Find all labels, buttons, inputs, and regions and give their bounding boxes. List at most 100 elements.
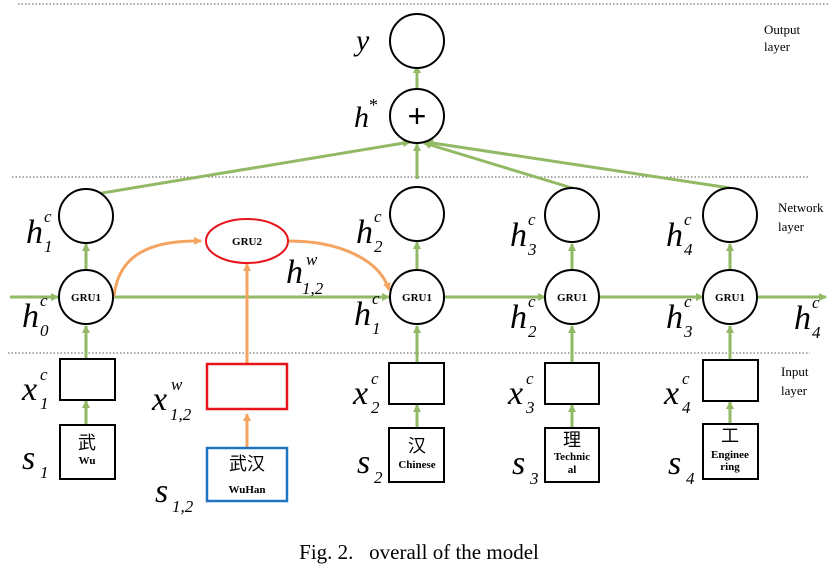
symbol-box-3 [544,427,600,483]
svg-text:c: c [528,210,536,229]
gru1-node-3 [544,269,600,325]
svg-text:h: h [510,299,527,336]
symbol-label-2: s 2 [357,444,383,487]
svg-text:2: 2 [371,398,380,417]
symbol-label-w: s 1,2 [155,473,194,516]
gru1-label: GRU1 [71,292,101,304]
svg-text:h: h [666,299,683,336]
word-symbol-box [205,446,289,503]
recurrent-label-h4: h c 4 [794,293,821,342]
svg-text:h: h [22,298,39,335]
gru1-node-1 [58,269,114,325]
svg-text:0: 0 [40,321,49,340]
svg-text:1,2: 1,2 [302,279,324,298]
hidden-node-4 [702,187,758,243]
svg-text:1: 1 [40,394,49,413]
svg-text:1: 1 [372,319,381,338]
svg-text:c: c [526,369,534,388]
word-symbol-english: WuHan [228,484,265,496]
hidden-state-label-1: h c 1 [26,207,53,256]
symbol-label-1: s 1 [22,440,49,482]
svg-text:x: x [21,371,37,408]
svg-text:c: c [684,292,692,311]
recurrent-label-h1: h c 1 [354,289,381,338]
h1-to-hstar-arrow [83,139,411,198]
svg-text:h: h [286,254,303,291]
svg-text:2: 2 [374,468,383,487]
svg-text:x: x [507,375,523,412]
input-vector-box-4 [702,359,759,402]
svg-text:c: c [374,207,382,226]
input-vector-label-4: x c 4 [663,369,691,417]
svg-text:h: h [666,217,683,254]
svg-text:c: c [44,207,52,226]
gru2-node [205,218,289,264]
svg-text:c: c [528,292,536,311]
svg-text:2: 2 [374,237,383,256]
hidden-node-3 [544,187,600,243]
figure-caption: Fig. 2. overall of the model [299,540,539,564]
svg-text:w: w [171,375,183,394]
svg-text:h: h [794,300,811,337]
symbol-box-4 [702,423,759,480]
gru1-node-2 [389,269,445,325]
input-vector-box-3 [544,362,600,405]
gru1-label: GRU1 [557,292,587,304]
svg-text:c: c [40,291,48,310]
hidden-node-2 [389,186,445,242]
gru2-label: GRU2 [232,236,262,248]
svg-text:s: s [668,445,681,482]
symbol-english-4b: ring [720,461,740,473]
gru1-label: GRU1 [402,292,432,304]
symbol-english-2: Chinese [398,459,435,471]
symbol-char-4: 工 [721,426,739,447]
svg-text:c: c [812,293,820,312]
h3-to-hstar-arrow [423,141,573,190]
y-label: y [353,24,370,57]
svg-text:h: h [26,214,43,251]
svg-text:x: x [352,375,368,412]
hidden-node-1 [58,188,114,244]
symbol-english-4a: Enginee [711,449,749,461]
input-vector-box-1 [59,358,116,401]
input-vector-label-2: x c 2 [352,369,380,417]
svg-text:c: c [682,369,690,388]
recurrent-label-h2: h c 2 [510,292,537,341]
output-y-node [389,13,445,69]
svg-text:h: h [356,214,373,251]
symbol-box-1 [59,424,116,480]
svg-text:1,2: 1,2 [172,497,194,516]
hidden-state-label-4: h c 4 [666,210,693,259]
svg-text:c: c [684,210,692,229]
svg-text:h: h [510,217,527,254]
svg-text:4: 4 [684,240,693,259]
symbol-box-2 [388,427,445,483]
svg-text:2: 2 [528,322,537,341]
symbol-english-3a: Technic [554,451,590,463]
svg-text:c: c [40,365,48,384]
symbol-label-4: s 4 [668,445,695,488]
input-vector-label-w: x w 1,2 [151,375,192,424]
svg-text:h: h [354,296,371,333]
svg-text:s: s [512,445,525,482]
svg-text:s: s [22,440,35,477]
symbol-char-3: 理 [563,430,581,451]
svg-text:3: 3 [525,398,535,417]
svg-text:1: 1 [40,463,49,482]
svg-text:3: 3 [683,322,693,341]
symbol-char-1: 武 [78,433,96,454]
svg-text:4: 4 [812,323,821,342]
h4-to-hstar-arrow [425,139,731,190]
symbol-english-3b: al [568,464,577,476]
svg-text:1,2: 1,2 [170,405,192,424]
svg-text:3: 3 [529,469,539,488]
svg-text:1: 1 [44,237,53,256]
input-vector-label-3: x c 3 [507,369,535,417]
input-vector-box-2 [388,362,445,405]
gru2-to-gru1-2-arrow [288,239,391,291]
svg-text:4: 4 [682,398,691,417]
hstar-label: h* [354,95,378,134]
